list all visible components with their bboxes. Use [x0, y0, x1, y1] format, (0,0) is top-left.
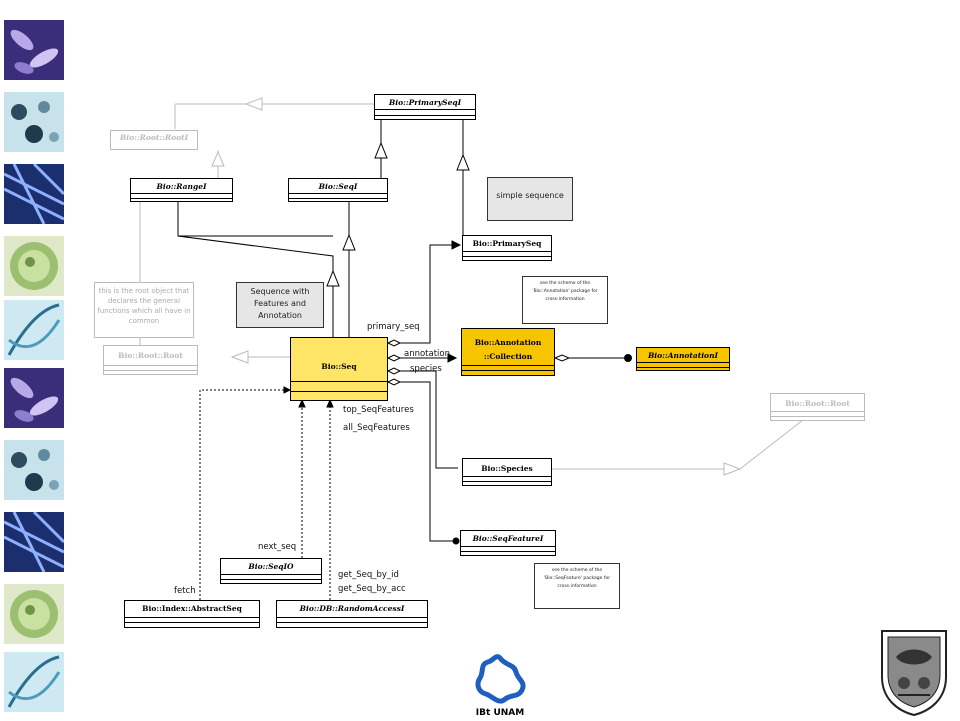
class-name-line2: ::Collection	[483, 352, 533, 361]
unam-seal-icon	[881, 630, 947, 717]
compartment-divider	[462, 365, 554, 366]
compartment-divider	[277, 622, 427, 623]
class-primaryseqi[interactable]: Bio::PrimarySeqI	[374, 94, 476, 120]
compartment-divider	[125, 622, 259, 623]
label-fetch: fetch	[174, 586, 196, 596]
compartment-divider	[463, 256, 551, 257]
bacteria-thumbnail	[4, 20, 64, 80]
compartment-divider	[131, 193, 232, 194]
class-seqi[interactable]: Bio::SeqI	[288, 178, 388, 202]
fibers-thumbnail	[4, 164, 64, 224]
class-annotationi[interactable]: Bio::AnnotationI	[636, 347, 730, 371]
ibt-unam-logo: IBt UNAM	[470, 652, 530, 720]
note-text: Sequence with Features and Annotation	[250, 287, 310, 320]
class-name-line1: Bio::Annotation	[474, 338, 542, 347]
class-index-abstractseq[interactable]: Bio::Index::AbstractSeq	[124, 600, 260, 628]
compartment-divider	[462, 370, 554, 371]
class-name: Bio::DB::RandomAccessI	[299, 604, 405, 613]
class-name: Bio::Species	[481, 464, 533, 473]
cells-thumbnail	[4, 92, 64, 152]
class-rangei[interactable]: Bio::RangeI	[130, 178, 233, 202]
dna-thumbnail	[4, 652, 64, 712]
note-simple-sequence: simple sequence	[487, 177, 573, 221]
compartment-divider	[771, 416, 864, 417]
note-root-object: this is the root object that declares th…	[94, 282, 194, 338]
ibt-unam-emblem-icon	[475, 654, 526, 704]
class-name: Bio::SeqIO	[248, 562, 294, 571]
compartment-divider	[104, 365, 197, 366]
class-name: Bio::SeqFeatureI	[472, 534, 544, 543]
class-name: Bio::Root::Root	[118, 351, 183, 360]
cell-sphere-thumbnail	[4, 236, 64, 296]
class-name: Bio::Root::RootI	[119, 133, 189, 142]
class-primaryseq[interactable]: Bio::PrimarySeq	[462, 235, 552, 261]
class-name: Bio::SeqI	[318, 182, 358, 191]
compartment-divider	[461, 551, 555, 552]
compartment-divider	[637, 367, 729, 368]
class-name: Bio::RangeI	[156, 182, 207, 191]
class-annotation-collection[interactable]: Bio::Annotation ::Collection	[461, 328, 555, 376]
class-root-rooti[interactable]: Bio::Root::RootI	[110, 130, 198, 150]
class-seqio[interactable]: Bio::SeqIO	[220, 558, 322, 584]
note-sequence-with-features: Sequence with Features and Annotation	[236, 282, 324, 328]
class-species[interactable]: Bio::Species	[462, 458, 552, 486]
compartment-divider	[125, 617, 259, 618]
compartment-divider	[375, 115, 475, 116]
class-root-root-left[interactable]: Bio::Root::Root	[103, 345, 198, 375]
class-db-randomaccessi[interactable]: Bio::DB::RandomAccessI	[276, 600, 428, 628]
class-seqfeaturei[interactable]: Bio::SeqFeatureI	[460, 530, 556, 556]
dependency-arrowheads	[283, 386, 334, 408]
compartment-divider	[277, 617, 427, 618]
compartment-divider	[463, 476, 551, 477]
class-name: Bio::Seq	[321, 362, 357, 371]
class-name: Bio::Root::Root	[785, 399, 850, 408]
unam-seal	[874, 627, 954, 717]
dna-thumbnail	[4, 300, 64, 360]
class-name: Bio::AnnotationI	[647, 351, 719, 360]
dependency-connectors	[199, 389, 331, 600]
ibt-unam-logo-text: IBt UNAM	[475, 708, 525, 718]
compartment-divider	[771, 411, 864, 412]
label-top-seqfeatures: top_SeqFeatures	[343, 405, 414, 415]
compartment-divider	[221, 579, 321, 580]
compartment-divider	[289, 198, 387, 199]
compartment-divider	[461, 546, 555, 547]
note-annotation-package: see the scheme of the 'Bio::Annotation' …	[522, 276, 608, 324]
class-bioseq[interactable]: Bio::Seq	[290, 337, 388, 401]
label-primary-seq: primary_seq	[367, 322, 420, 332]
note-text: this is the root object that declares th…	[97, 287, 191, 325]
note-text: see the scheme of the 'Bio::Annotation' …	[532, 281, 598, 302]
class-root-root-right[interactable]: Bio::Root::Root	[770, 393, 865, 421]
cell-sphere-thumbnail	[4, 584, 64, 644]
compartment-divider	[291, 381, 387, 382]
bacteria-thumbnail	[4, 368, 64, 428]
label-species: species	[410, 364, 442, 374]
compartment-divider	[221, 574, 321, 575]
compartment-divider	[131, 198, 232, 199]
label-next-seq: next_seq	[258, 542, 297, 552]
label-annotation: annotation	[404, 349, 451, 359]
compartment-divider	[463, 481, 551, 482]
cells-thumbnail	[4, 440, 64, 500]
class-name: Bio::Index::AbstractSeq	[142, 604, 242, 613]
compartment-divider	[291, 391, 387, 392]
compartment-divider	[289, 193, 387, 194]
label-get-seq-by-acc: get_Seq_by_acc	[338, 584, 406, 594]
note-text: see the scheme of the 'Bio::SeqFeature' …	[543, 568, 611, 589]
class-name: Bio::PrimarySeqI	[388, 98, 462, 107]
inheritance-connectors	[177, 120, 632, 545]
compartment-divider	[463, 251, 551, 252]
inactive-connectors	[139, 97, 809, 476]
compartment-divider	[375, 109, 475, 110]
compartment-divider	[637, 362, 729, 363]
label-get-seq-by-id: get_Seq_by_id	[338, 570, 399, 580]
label-all-seqfeatures: all_SeqFeatures	[343, 423, 410, 433]
class-name: Bio::PrimarySeq	[472, 239, 542, 248]
fibers-thumbnail	[4, 512, 64, 572]
note-seqfeature-package: see the scheme of the 'Bio::SeqFeature' …	[534, 563, 620, 609]
compartment-divider	[104, 370, 197, 371]
note-text: simple sequence	[496, 191, 564, 200]
